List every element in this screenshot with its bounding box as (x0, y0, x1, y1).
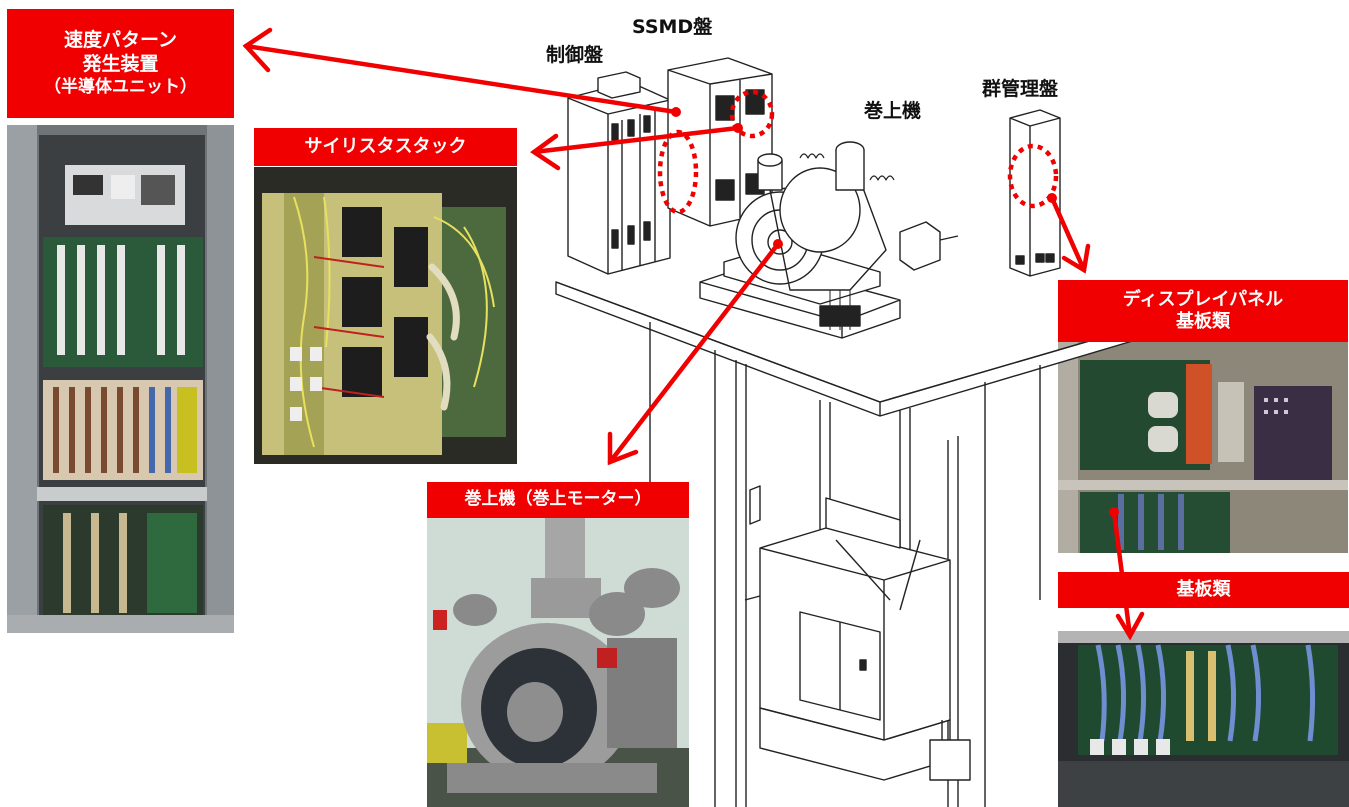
ssmd-panel-label: SSMD盤 (632, 16, 713, 38)
circuit-boards-label: 基板類 (1058, 572, 1349, 608)
thyristor-highlight (729, 89, 775, 139)
group-panel-label: 群管理盤 (982, 78, 1059, 100)
speed-pattern-label-line2: 発生装置 (82, 52, 159, 75)
display-panel-photo (1058, 342, 1348, 553)
hoist-motor-label: 巻上機（巻上モーター） (427, 482, 689, 518)
circuit-boards-photo (1058, 631, 1349, 807)
speed-pattern-label: 速度パターン 発生装置 （半導体ユニット） (7, 9, 234, 118)
control-panel-label: 制御盤 (546, 44, 604, 66)
thyristor-stack-label-text: サイリスタスタック (304, 135, 467, 157)
thyristor-stack-label: サイリスタスタック (254, 128, 517, 166)
display-panel-label-line2: 基板類 (1176, 311, 1230, 332)
hoist-machine-label: 巻上機 (864, 100, 922, 122)
group-panel-highlight (1007, 143, 1059, 209)
speed-pattern-label-line1: 速度パターン (63, 29, 178, 52)
speed-pattern-label-line3: （半導体ユニット） (44, 76, 197, 97)
thyristor-stack-photo (254, 167, 517, 464)
speed-pattern-unit-photo (7, 125, 234, 633)
circuit-boards-label-text: 基板類 (1176, 578, 1231, 600)
display-panel-label-line1: ディスプレイパネル (1122, 288, 1284, 310)
hoist-motor-label-text: 巻上機（巻上モーター） (464, 489, 652, 510)
display-panel-label: ディスプレイパネル 基板類 (1058, 280, 1348, 342)
hoist-motor-photo (427, 518, 689, 807)
speed-unit-highlight (657, 129, 699, 215)
